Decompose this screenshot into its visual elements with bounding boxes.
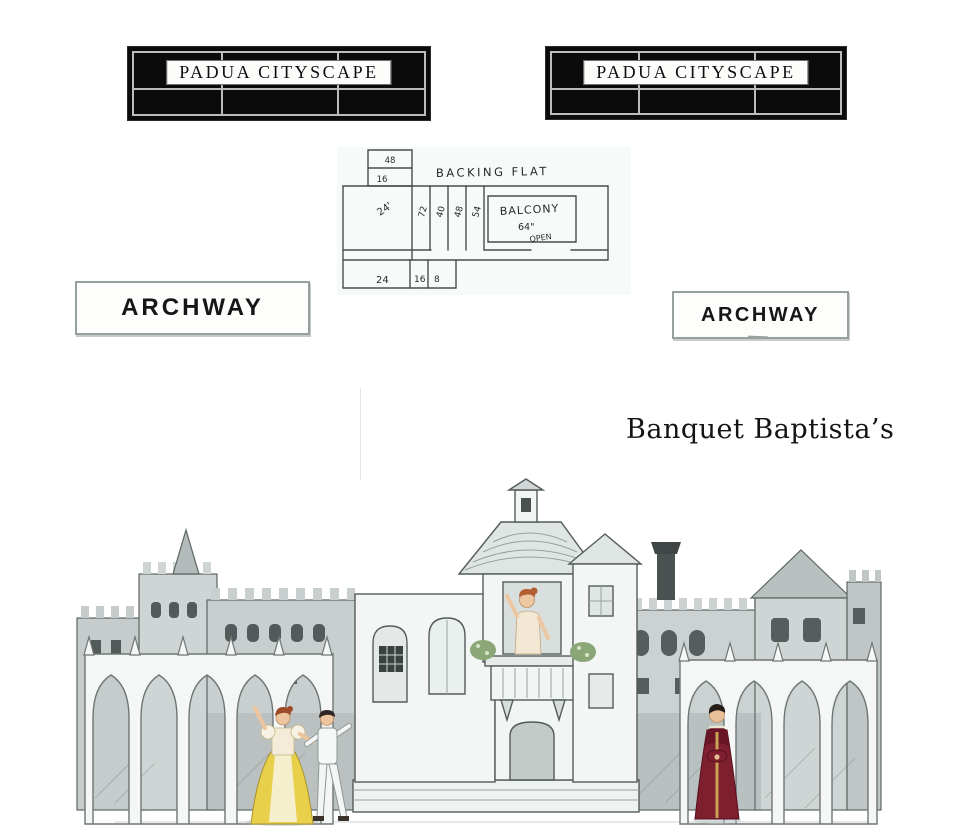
red-robed-figure (694, 704, 740, 820)
arched-doorway (509, 721, 555, 781)
banner-label: PADUA CITYSCAPE (583, 60, 809, 85)
banner-grid-line (552, 87, 840, 90)
plan-dim-40: 40 (435, 205, 448, 219)
archway-label-left: ARCHWAY (75, 281, 310, 335)
banner-grid-line (134, 88, 424, 91)
plan-backing-flat-label: BACKING FLAT (436, 164, 549, 180)
padua-cityscape-banner-left: PADUA CITYSCAPE (128, 47, 430, 120)
pinnacles (83, 634, 333, 656)
right-wing-windows (588, 585, 614, 709)
archway-colonnade-left (83, 634, 334, 825)
plan-open-label: OPEN (529, 232, 552, 244)
balcony-greenery (470, 640, 596, 662)
plan-balcony-label: BALCONY (499, 202, 559, 218)
plan-dim-top-a: 48 (385, 156, 396, 166)
plan-dim-bottom-24: 24 (376, 275, 389, 286)
pinnacles (678, 640, 878, 662)
main-building (352, 478, 643, 813)
dancing-couple (250, 706, 352, 825)
ground-plan-sketch: 48 16 BACKING FLAT 24' 72 40 48 54 BALCO… (337, 147, 631, 295)
scan-seam-line (360, 388, 361, 480)
window-grate-icon (379, 646, 403, 672)
balcony-figure-woman (505, 587, 550, 655)
plan-balcony-width: 64" (518, 222, 534, 233)
plan-dim-72: 72 (417, 205, 430, 219)
plan-dim-bottom-16: 16 (414, 275, 426, 285)
banner-label: PADUA CITYSCAPE (166, 60, 392, 85)
plan-dim-bottom-8: 8 (434, 275, 440, 285)
city-windows-right (633, 608, 865, 694)
archway-label-right: ARCHWAY (672, 291, 849, 339)
set-rendering (76, 478, 882, 826)
scene-caption: Banquet Baptista’s (626, 414, 895, 445)
chimney-icon (651, 542, 681, 600)
plan-dim-48: 48 (453, 205, 466, 219)
plan-dim-54: 54 (471, 205, 484, 219)
padua-cityscape-banner-right: PADUA CITYSCAPE (546, 47, 846, 119)
plan-lines (342, 149, 609, 289)
plan-dim-top-b: 16 (377, 175, 388, 185)
